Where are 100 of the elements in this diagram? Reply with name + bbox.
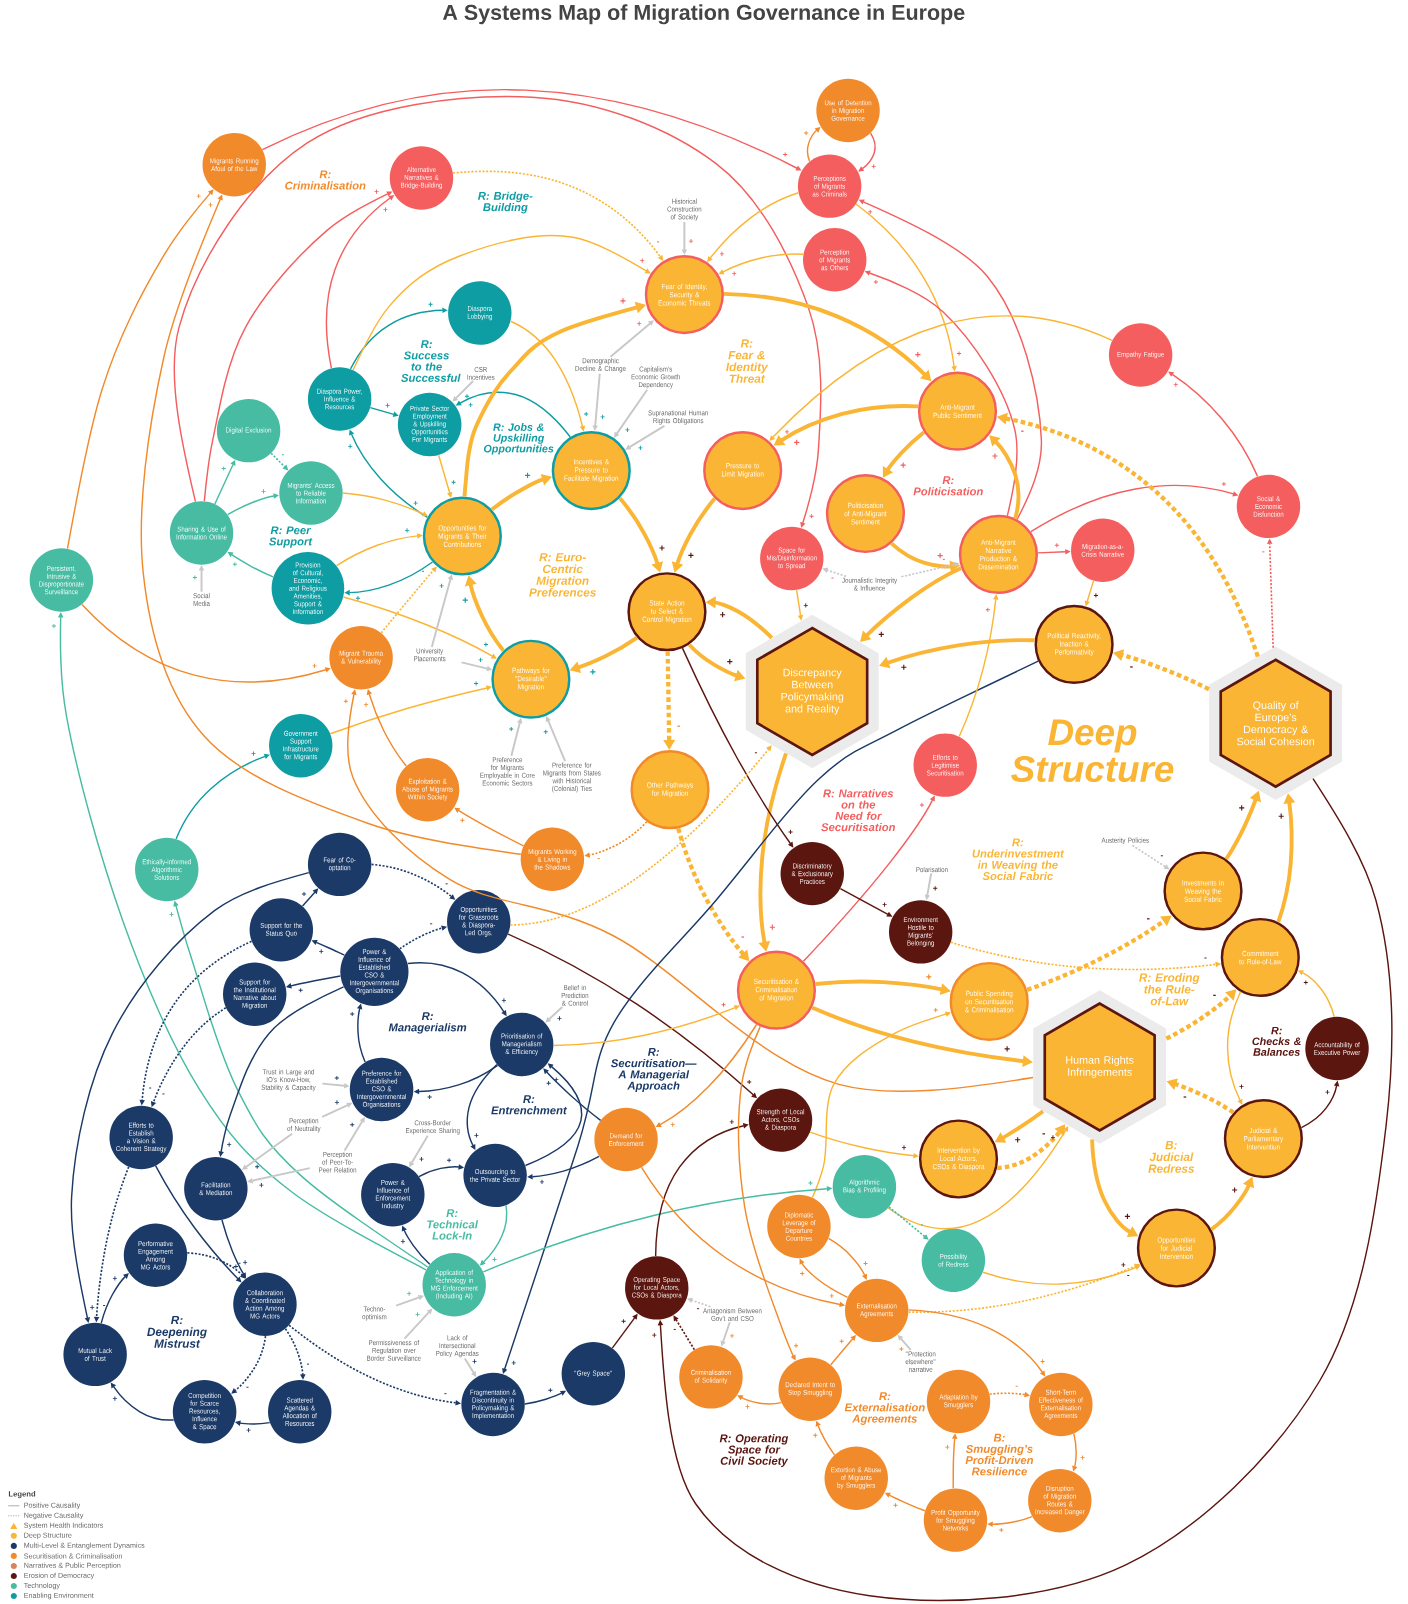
polarity-sign: +	[638, 445, 643, 450]
loop-label: R: Checks & Balances	[1252, 1026, 1301, 1056]
arrow	[1168, 371, 1259, 478]
arrow	[403, 1308, 433, 1340]
arrow	[806, 127, 821, 163]
polarity-sign: +	[350, 1122, 355, 1127]
polarity-sign: +	[901, 664, 907, 670]
polarity-sign: -	[444, 1393, 447, 1395]
polarity-sign: +	[509, 726, 514, 732]
arrow	[1227, 991, 1243, 1105]
arrow	[997, 1124, 1066, 1171]
polarity-sign: +	[460, 818, 465, 823]
polarity-sign: -	[673, 1328, 676, 1330]
polarity-sign: +	[874, 279, 879, 285]
polarity-sign: -	[1021, 430, 1024, 432]
polarity-sign: +	[113, 1396, 118, 1401]
polarity-sign: +	[893, 1503, 898, 1508]
loop-label: R: Peer Support	[269, 526, 313, 548]
polarity-sign: +	[1015, 1137, 1021, 1143]
polarity-sign: +	[502, 998, 507, 1003]
arrow	[655, 1123, 749, 1257]
loop-label: R: Narratives on the Need for Securitisation	[821, 789, 896, 832]
polarity-sign: +	[344, 699, 349, 704]
polarity-sign: +	[302, 891, 307, 897]
polarity-sign: +	[809, 514, 814, 519]
polarity-sign: +	[543, 729, 548, 734]
polarity-sign: +	[788, 829, 793, 835]
title: A Systems Map of Migration Governance in Europe	[443, 4, 965, 25]
polarity-sign: +	[474, 1133, 479, 1138]
polarity-sign: +	[688, 552, 694, 558]
polarity-sign: +	[794, 1343, 799, 1348]
polarity-sign: +	[1080, 1455, 1085, 1460]
polarity-sign: +	[868, 209, 873, 214]
polarity-sign: +	[720, 612, 726, 618]
polarity-sign: +	[407, 1291, 412, 1296]
polarity-sign: +	[808, 1180, 813, 1186]
loop-label: R: Securitisation—A Managerial Approach	[611, 1048, 697, 1092]
polarity-sign: +	[770, 924, 776, 930]
polarity-sign: -	[697, 1308, 700, 1310]
polarity-sign: +	[439, 583, 444, 588]
loop-label: B: Judicial Redress	[1148, 1141, 1195, 1173]
polarity-sign: +	[839, 1339, 844, 1344]
arrow	[657, 777, 1393, 1602]
polarity-sign: -	[1204, 957, 1207, 959]
polarity-sign: +	[900, 462, 906, 468]
polarity-sign: +	[221, 466, 226, 471]
polarity-sign: +	[462, 597, 469, 603]
polarity-sign: -	[755, 752, 758, 754]
arrow	[452, 380, 475, 402]
polarity-sign: +	[383, 207, 388, 212]
polarity-sign: +	[829, 1293, 835, 1298]
polarity-sign: +	[465, 394, 470, 399]
polarity-sign: +	[804, 131, 809, 136]
polarity-sign: +	[415, 1312, 420, 1317]
arrow	[261, 88, 802, 171]
loop-label: R: Externalisation Agreements	[844, 1392, 925, 1425]
polarity-sign: +	[871, 164, 876, 169]
polarity-sign: +	[196, 194, 201, 199]
polarity-sign: +	[730, 1119, 735, 1124]
arrow	[885, 1492, 926, 1512]
polarity-sign: -	[1130, 666, 1133, 668]
polarity-sign: +	[584, 411, 589, 417]
polarity-sign: +	[1040, 1359, 1045, 1364]
polarity-sign: +	[640, 258, 645, 263]
polarity-sign: +	[478, 657, 483, 662]
polarity-sign: +	[348, 444, 353, 449]
polarity-sign: -	[103, 1305, 106, 1306]
polarity-sign: +	[557, 1016, 562, 1021]
polarity-sign: +	[356, 596, 361, 601]
polarity-sign: -	[1262, 551, 1265, 553]
polarity-sign: +	[554, 1077, 559, 1082]
polarity-sign: -	[307, 1363, 310, 1365]
polarity-sign: +	[590, 669, 596, 675]
arrow	[58, 612, 427, 1271]
polarity-sign: +	[1004, 1046, 1010, 1052]
polarity-sign: +	[1055, 543, 1060, 548]
polarity-sign: +	[621, 1319, 626, 1324]
polarity-sign: +	[1121, 1262, 1126, 1267]
arrow	[81, 603, 331, 683]
arrow	[1131, 844, 1170, 870]
polarity-sign: +	[933, 886, 938, 891]
polarity-sign: +	[1051, 1135, 1056, 1140]
polarity-sign: +	[374, 189, 379, 194]
loop-label: R: Managerialism	[388, 1012, 467, 1034]
loop-label: R: Criminalisation	[285, 170, 366, 190]
polarity-sign: +	[600, 414, 605, 419]
polarity-sign: +	[319, 949, 324, 954]
polarity-sign: +	[1239, 1084, 1244, 1089]
polarity-sign: -	[1015, 1385, 1018, 1387]
polarity-sign: +	[937, 553, 943, 559]
arrow	[860, 566, 963, 642]
polarity-sign: +	[364, 702, 369, 707]
polarity-sign: +	[405, 528, 410, 533]
polarity-sign: +	[920, 802, 925, 807]
polarity-sign: +	[625, 427, 630, 432]
polarity-sign: +	[1239, 805, 1245, 811]
polarity-sign: -	[1213, 994, 1216, 996]
polarity-sign: +	[732, 271, 737, 276]
polarity-sign: +	[985, 607, 991, 612]
polarity-sign: -	[741, 936, 745, 938]
